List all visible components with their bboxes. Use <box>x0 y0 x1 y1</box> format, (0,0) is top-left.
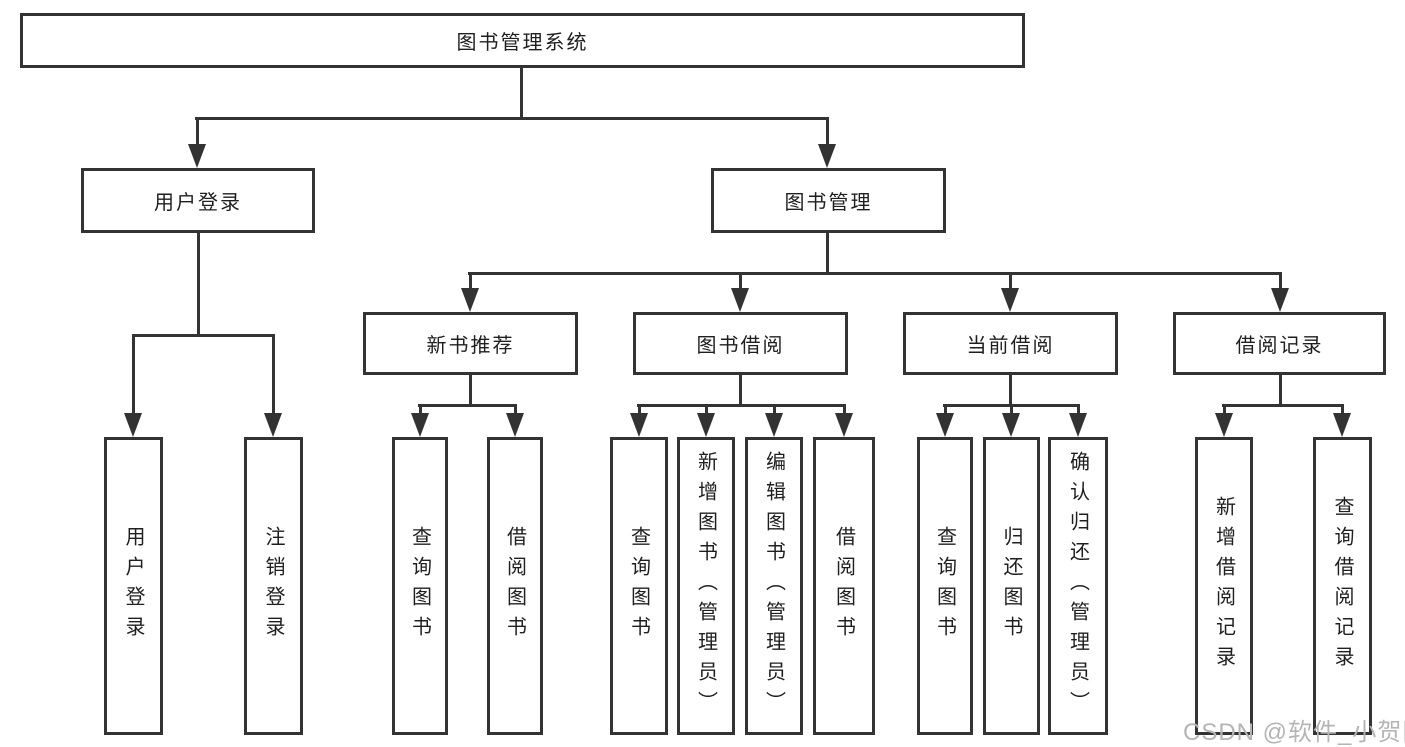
leaf-logout: 注销登录 <box>244 437 303 735</box>
connector-newbook-stem <box>469 373 472 407</box>
arrowhead <box>188 144 206 168</box>
node-book-management: 图书管理 <box>711 168 946 233</box>
arrowhead <box>1333 413 1351 437</box>
connector-borrow-stem <box>739 373 742 407</box>
leaf-label: 查询图书 <box>933 526 956 646</box>
leaf-label: 归还图书 <box>1000 526 1022 646</box>
leaf-borrow-books-2: 借阅图书 <box>813 437 875 735</box>
connector-level2-bar <box>468 272 1282 275</box>
arrowhead <box>461 288 479 312</box>
connector-bookmgmt-stem <box>826 231 829 275</box>
connector-drop <box>843 404 846 416</box>
node-new-book-recommend: 新书推荐 <box>363 312 578 375</box>
connector-userlogin-bar <box>132 334 275 337</box>
leaf-query-books-3: 查询图书 <box>917 437 973 735</box>
leaf-confirm-return-admin: 确认归还（管理员） <box>1048 437 1108 735</box>
connector-level1-drop-left <box>196 117 199 147</box>
connector-userlogin-stem <box>197 231 200 337</box>
arrowhead <box>411 413 429 437</box>
leaf-label: 注销登录 <box>262 526 284 646</box>
node-current-borrow: 当前借阅 <box>903 312 1118 375</box>
leaf-edit-books-admin: 编辑图书（管理员） <box>745 437 803 735</box>
leaf-label: 查询图书 <box>408 526 431 646</box>
connector-drop <box>739 272 742 292</box>
connector-drop <box>272 334 275 416</box>
connector-drop <box>944 404 947 416</box>
connector-drop <box>514 404 517 416</box>
arrowhead <box>731 288 749 312</box>
leaf-user-login: 用户登录 <box>104 437 163 735</box>
leaf-label: 新增借阅记录 <box>1212 496 1235 676</box>
leaf-add-books-admin: 新增图书（管理员） <box>677 437 735 735</box>
arrowhead <box>697 413 715 437</box>
csdn-watermark: CSDN @软件_小贺同学 <box>1183 719 1405 746</box>
leaf-label: 借阅图书 <box>503 526 526 646</box>
arrowhead <box>1002 413 1020 437</box>
arrowhead <box>835 413 853 437</box>
leaf-label: 用户登录 <box>122 526 144 646</box>
leaf-label: 借阅图书 <box>832 526 855 646</box>
connector-drop <box>1223 404 1226 416</box>
arrowhead <box>765 413 783 437</box>
connector-records-stem <box>1279 373 1282 407</box>
connector-drop <box>1341 404 1344 416</box>
leaf-label: 新增图书（管理员） <box>694 451 717 721</box>
connector-drop <box>419 404 422 416</box>
arrowhead <box>264 413 282 437</box>
node-user-login: 用户登录 <box>81 168 315 233</box>
connector-drop <box>469 272 472 292</box>
arrowhead <box>1001 288 1019 312</box>
connector-borrow-bar <box>637 404 846 407</box>
connector-level1-drop-right <box>826 117 829 147</box>
connector-root-stem <box>520 66 523 118</box>
connector-drop <box>1077 404 1080 416</box>
connector-records-bar <box>1222 404 1344 407</box>
leaf-query-borrow-record: 查询借阅记录 <box>1313 437 1372 735</box>
arrowhead <box>1215 413 1233 437</box>
node-book-borrow: 图书借阅 <box>633 312 848 375</box>
leaf-query-books-2: 查询图书 <box>610 437 668 735</box>
leaf-label: 查询借阅记录 <box>1331 496 1353 676</box>
arrowhead <box>506 413 524 437</box>
connector-drop <box>705 404 708 416</box>
connector-drop <box>1009 272 1012 292</box>
node-root-system: 图书管理系统 <box>20 13 1025 68</box>
leaf-label: 查询图书 <box>627 526 650 646</box>
node-borrow-records: 借阅记录 <box>1173 312 1386 375</box>
connector-level1-bar <box>195 117 829 120</box>
arrowhead <box>124 413 142 437</box>
leaf-return-books: 归还图书 <box>983 437 1040 735</box>
arrowhead <box>1271 288 1289 312</box>
arrowhead <box>1069 413 1087 437</box>
leaf-query-books-1: 查询图书 <box>392 437 448 735</box>
leaf-label: 确认归还（管理员） <box>1066 451 1089 721</box>
arrowhead <box>818 144 836 168</box>
leaf-label: 编辑图书（管理员） <box>762 451 785 721</box>
arrowhead <box>936 413 954 437</box>
connector-drop <box>638 404 641 416</box>
connector-drop <box>1010 404 1013 416</box>
connector-current-stem <box>1009 373 1012 407</box>
connector-drop <box>773 404 776 416</box>
connector-drop <box>132 334 135 416</box>
arrowhead <box>630 413 648 437</box>
leaf-borrow-books-1: 借阅图书 <box>487 437 543 735</box>
connector-newbook-bar <box>418 404 517 407</box>
connector-drop <box>1279 272 1282 292</box>
leaf-add-borrow-record: 新增借阅记录 <box>1195 437 1253 735</box>
